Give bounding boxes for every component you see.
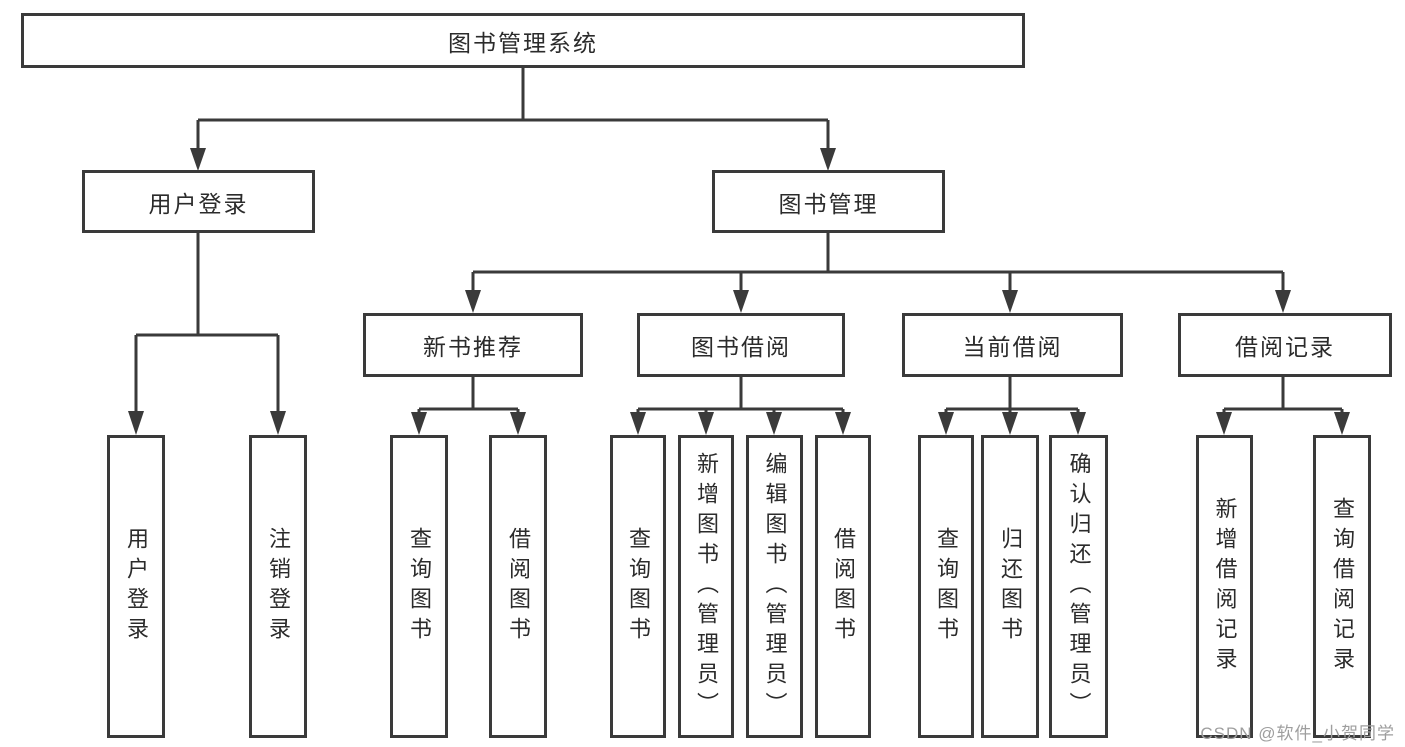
leaf-query-book-1: 查询图书: [390, 435, 448, 738]
arrowhead-icons: [128, 148, 1350, 435]
leaf-borrow-book-2: 借阅图书: [815, 435, 871, 738]
node-root-system: 图书管理系统: [21, 13, 1025, 68]
leaf-borrow-book-1: 借阅图书: [489, 435, 547, 738]
node-user-login: 用户登录: [82, 170, 315, 233]
node-new-book-recommend: 新书推荐: [363, 313, 583, 377]
node-borrow-record: 借阅记录: [1178, 313, 1392, 377]
leaf-add-book-admin: 新增图书（管理员）: [678, 435, 734, 738]
node-current-borrow: 当前借阅: [902, 313, 1123, 377]
leaf-logout: 注销登录: [249, 435, 307, 738]
leaf-query-book-2: 查询图书: [610, 435, 666, 738]
leaf-query-book-3: 查询图书: [918, 435, 974, 738]
leaf-confirm-return-admin: 确认归还（管理员）: [1049, 435, 1108, 738]
leaf-add-borrow-record: 新增借阅记录: [1196, 435, 1253, 738]
leaf-return-book: 归还图书: [981, 435, 1039, 738]
leaf-query-borrow-record: 查询借阅记录: [1313, 435, 1371, 738]
node-book-management: 图书管理: [712, 170, 945, 233]
leaf-user-login: 用户登录: [107, 435, 165, 738]
leaf-edit-book-admin: 编辑图书（管理员）: [746, 435, 803, 738]
node-book-borrow: 图书借阅: [637, 313, 845, 377]
